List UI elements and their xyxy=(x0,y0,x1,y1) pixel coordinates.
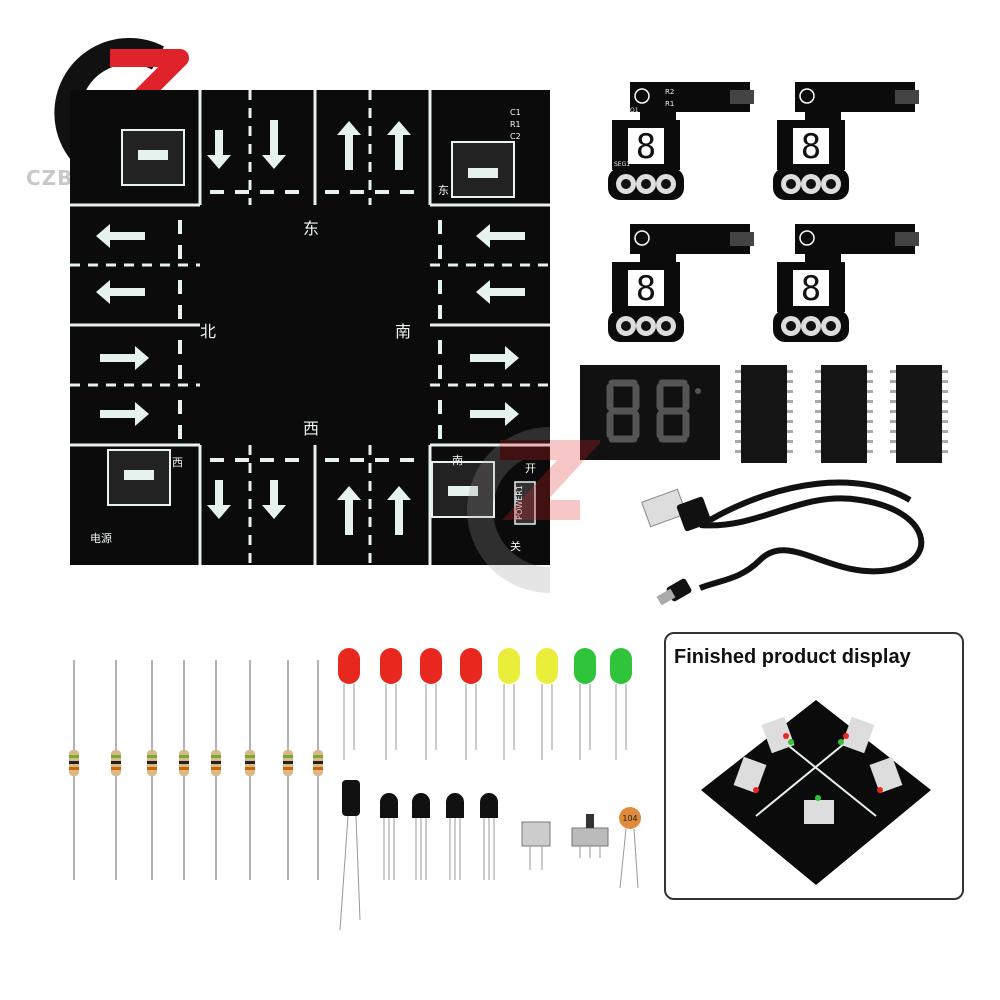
ic-chips xyxy=(735,365,948,463)
switch-on-label: 开 xyxy=(525,462,536,475)
power-label: 电源 xyxy=(90,532,112,545)
module-silk-q1: Q1 xyxy=(630,107,639,114)
module-silk-r2: R2 xyxy=(665,88,674,96)
label-west: 西 xyxy=(303,419,320,438)
label-south: 南 xyxy=(395,322,412,341)
finished-product-panel: Finished product display xyxy=(664,632,964,900)
silk-c1: C1 xyxy=(510,108,521,117)
resistors xyxy=(69,659,324,881)
seven-segment-display xyxy=(580,365,720,460)
label-north: 北 xyxy=(200,322,217,341)
components: 104 xyxy=(69,647,641,931)
label-east: 东 xyxy=(303,219,320,238)
usb-cable xyxy=(641,479,925,606)
ceramic-cap-code: 104 xyxy=(622,814,637,823)
finished-product-image xyxy=(701,700,931,885)
silk-r1: R1 xyxy=(510,120,521,129)
pcb-road-graphic xyxy=(70,90,550,565)
module-board: 8 xyxy=(608,82,754,200)
corner-label-east: 东 xyxy=(438,184,449,197)
finished-title: Finished product display xyxy=(674,646,911,668)
switch-off-label: 关 xyxy=(510,540,521,553)
silk-c2: C2 xyxy=(510,132,521,141)
watermark-logo xyxy=(467,427,600,593)
module-silk-r1: R1 xyxy=(665,100,674,108)
traffic-light-pcb: 东 北 南 西 东 西 南 电源 开 关 POWER1 C1 R1 C2 xyxy=(70,90,550,565)
corner-label-west: 西 xyxy=(172,456,183,469)
module-silk-seg: SEG1 xyxy=(614,161,630,168)
traffic-light-modules: 8 R2 R1 Q1 SEG1 xyxy=(607,81,920,343)
corner-label-south: 南 xyxy=(452,454,463,467)
svg-text:8: 8 xyxy=(636,127,656,167)
